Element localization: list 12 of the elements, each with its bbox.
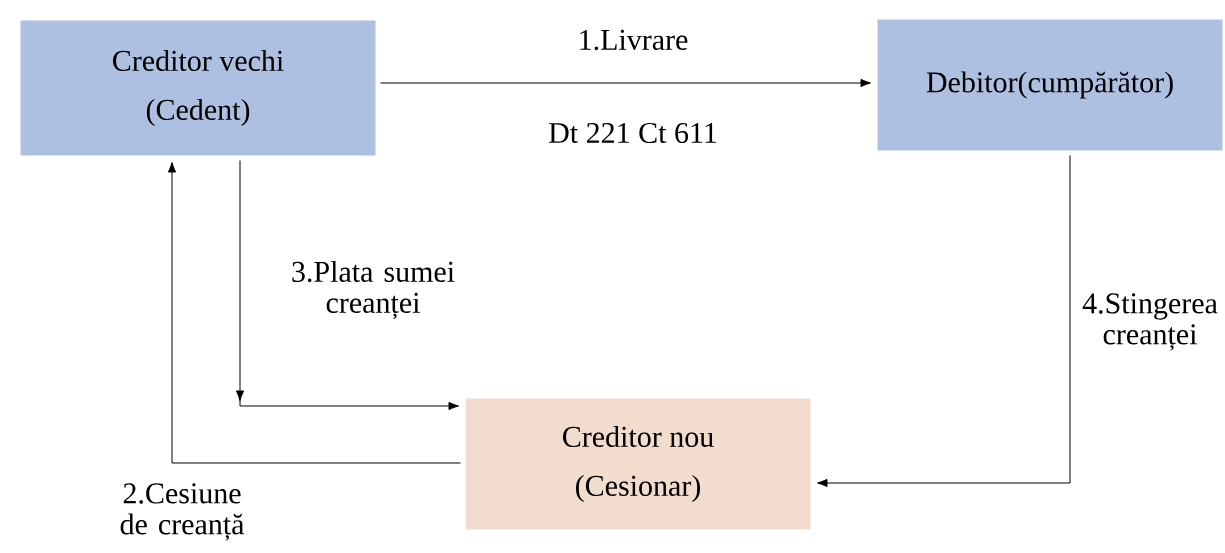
- arrow: [167, 162, 461, 464]
- edge-label: 2.Cesiune de creanță: [120, 483, 245, 541]
- arrow: [380, 78, 871, 88]
- account-note: Dt 221 Ct 611: [549, 122, 717, 144]
- arrow: [817, 155, 1071, 488]
- process-box: Creditor vechi (Cedent): [15, 15, 381, 161]
- arrow: [235, 160, 459, 411]
- edge-label: 1.Livrare: [580, 29, 688, 51]
- edge-label: 4.Stingerea creanței: [1082, 293, 1218, 351]
- process-box: Creditor nou (Cesionar): [460, 393, 816, 535]
- edge-label: 3.Plata sumei creanței: [292, 260, 455, 320]
- process-box: Debitor(cumpărător): [872, 14, 1225, 156]
